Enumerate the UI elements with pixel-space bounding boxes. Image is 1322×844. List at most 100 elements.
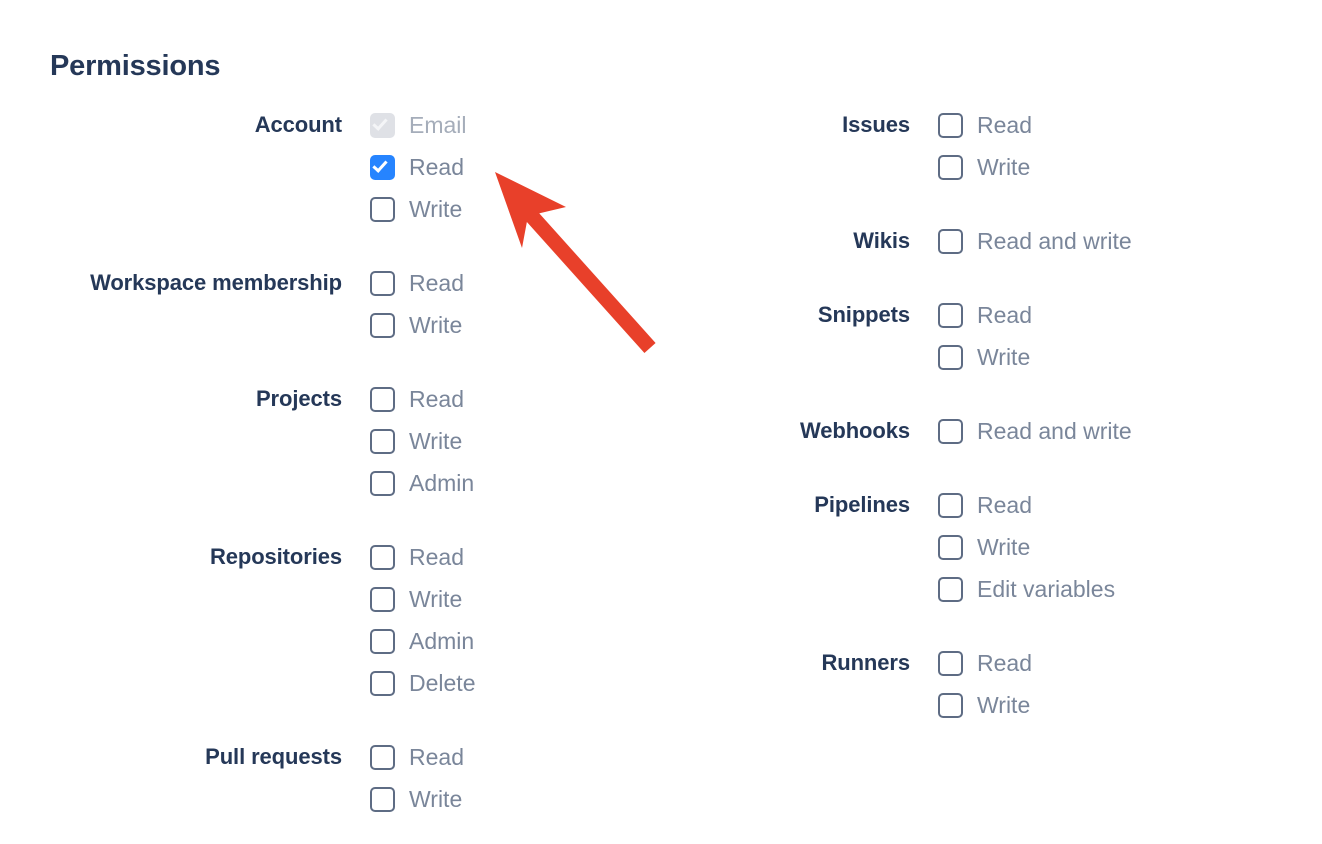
permission-option-row: Write	[938, 684, 1322, 726]
permission-option-row: Write	[370, 304, 660, 346]
checkbox-write[interactable]	[938, 154, 963, 180]
checkbox-label[interactable]: Read	[977, 112, 1032, 138]
permission-group-label: Wikis	[853, 228, 910, 253]
checkbox-read[interactable]	[370, 544, 395, 570]
checkbox-label[interactable]: Write	[409, 196, 463, 222]
permission-group-label: Pipelines	[814, 492, 910, 517]
permission-option-row: Read	[938, 642, 1322, 684]
checkbox-label[interactable]: Read and write	[977, 228, 1132, 254]
checkbox-label: Email	[409, 112, 467, 138]
permission-option-row: Admin	[370, 462, 660, 504]
checkbox-label[interactable]: Write	[409, 586, 463, 612]
checkbox-write[interactable]	[938, 344, 963, 370]
checkbox-write[interactable]	[370, 786, 395, 812]
checkbox-label[interactable]: Read	[409, 154, 464, 180]
checkbox-label[interactable]: Read	[409, 744, 464, 770]
permission-group-label: Projects	[255, 386, 342, 411]
checkbox-label[interactable]: Write	[409, 428, 463, 454]
checkbox-label[interactable]: Delete	[409, 670, 476, 696]
permission-option-row: Read	[938, 294, 1322, 336]
checkbox-read[interactable]	[938, 302, 963, 328]
checkbox-read[interactable]	[370, 386, 395, 412]
permission-option-row: Email	[370, 104, 660, 146]
permission-group: Wikis Read and write	[660, 220, 1322, 262]
checkbox-write[interactable]	[370, 586, 395, 612]
permission-group-label: Workspace membership	[90, 270, 342, 295]
checkbox-read[interactable]	[370, 744, 395, 770]
checkbox-label[interactable]: Write	[977, 344, 1031, 370]
checkbox-label[interactable]: Read	[977, 650, 1032, 676]
permission-option-row: Read	[370, 536, 660, 578]
checkbox-label[interactable]: Read	[977, 492, 1032, 518]
checkbox-read[interactable]	[938, 112, 963, 138]
permission-option-row: Write	[370, 578, 660, 620]
checkbox-label[interactable]: Write	[409, 786, 463, 812]
checkbox-label[interactable]: Write	[409, 312, 463, 338]
checkbox-label[interactable]: Read	[409, 544, 464, 570]
permission-option-row: Write	[370, 778, 660, 820]
permission-option-row: Write	[938, 526, 1322, 568]
permission-option-row: Admin	[370, 620, 660, 662]
permission-group: Webhooks Read and write	[660, 410, 1322, 452]
permission-option-row: Write	[370, 420, 660, 462]
permission-option-row: Delete	[370, 662, 660, 704]
checkbox-write[interactable]	[938, 534, 963, 560]
checkbox-label[interactable]: Read	[409, 270, 464, 296]
checkbox-label[interactable]: Read	[977, 302, 1032, 328]
checkbox-label[interactable]: Read	[409, 386, 464, 412]
checkbox-read-and-write[interactable]	[938, 418, 963, 444]
permission-option-row: Read	[370, 146, 660, 188]
checkbox-admin[interactable]	[370, 628, 395, 654]
permission-option-row: Edit variables	[938, 568, 1322, 610]
checkbox-read[interactable]	[938, 650, 963, 676]
permission-options: Read and write	[910, 220, 1322, 262]
checkbox-email	[370, 112, 395, 138]
checkbox-read[interactable]	[370, 154, 395, 180]
check-icon	[372, 156, 388, 173]
checkbox-read[interactable]	[370, 270, 395, 296]
permission-group-label: Snippets	[817, 302, 910, 327]
permission-group-label: Pull requests	[205, 744, 342, 769]
permission-group-label: Issues	[842, 112, 910, 137]
checkbox-label[interactable]: Write	[977, 534, 1031, 560]
permission-option-row: Read	[938, 484, 1322, 526]
permission-option-row: Read	[370, 262, 660, 304]
checkbox-label[interactable]: Admin	[409, 470, 475, 496]
permission-group-label: Webhooks	[799, 418, 910, 443]
permission-option-row: Write	[938, 336, 1322, 378]
checkbox-write[interactable]	[938, 692, 963, 718]
checkbox-write[interactable]	[370, 196, 395, 222]
checkbox-delete[interactable]	[370, 670, 395, 696]
checkbox-write[interactable]	[370, 312, 395, 338]
checkbox-read[interactable]	[938, 492, 963, 518]
checkbox-label[interactable]: Admin	[409, 628, 475, 654]
permission-option-row: Read and write	[938, 220, 1322, 262]
permission-option-row: Write	[370, 188, 660, 230]
checkbox-label[interactable]: Write	[977, 154, 1031, 180]
permission-option-row: Read and write	[938, 410, 1322, 452]
checkbox-label[interactable]: Edit variables	[977, 576, 1116, 602]
checkbox-write[interactable]	[370, 428, 395, 454]
checkbox-edit-variables[interactable]	[938, 576, 963, 602]
checkbox-read-and-write[interactable]	[938, 228, 963, 254]
checkbox-label[interactable]: Read and write	[977, 418, 1132, 444]
permission-options: Read and write	[910, 410, 1322, 452]
checkbox-admin[interactable]	[370, 470, 395, 496]
checkbox-label[interactable]: Write	[977, 692, 1031, 718]
